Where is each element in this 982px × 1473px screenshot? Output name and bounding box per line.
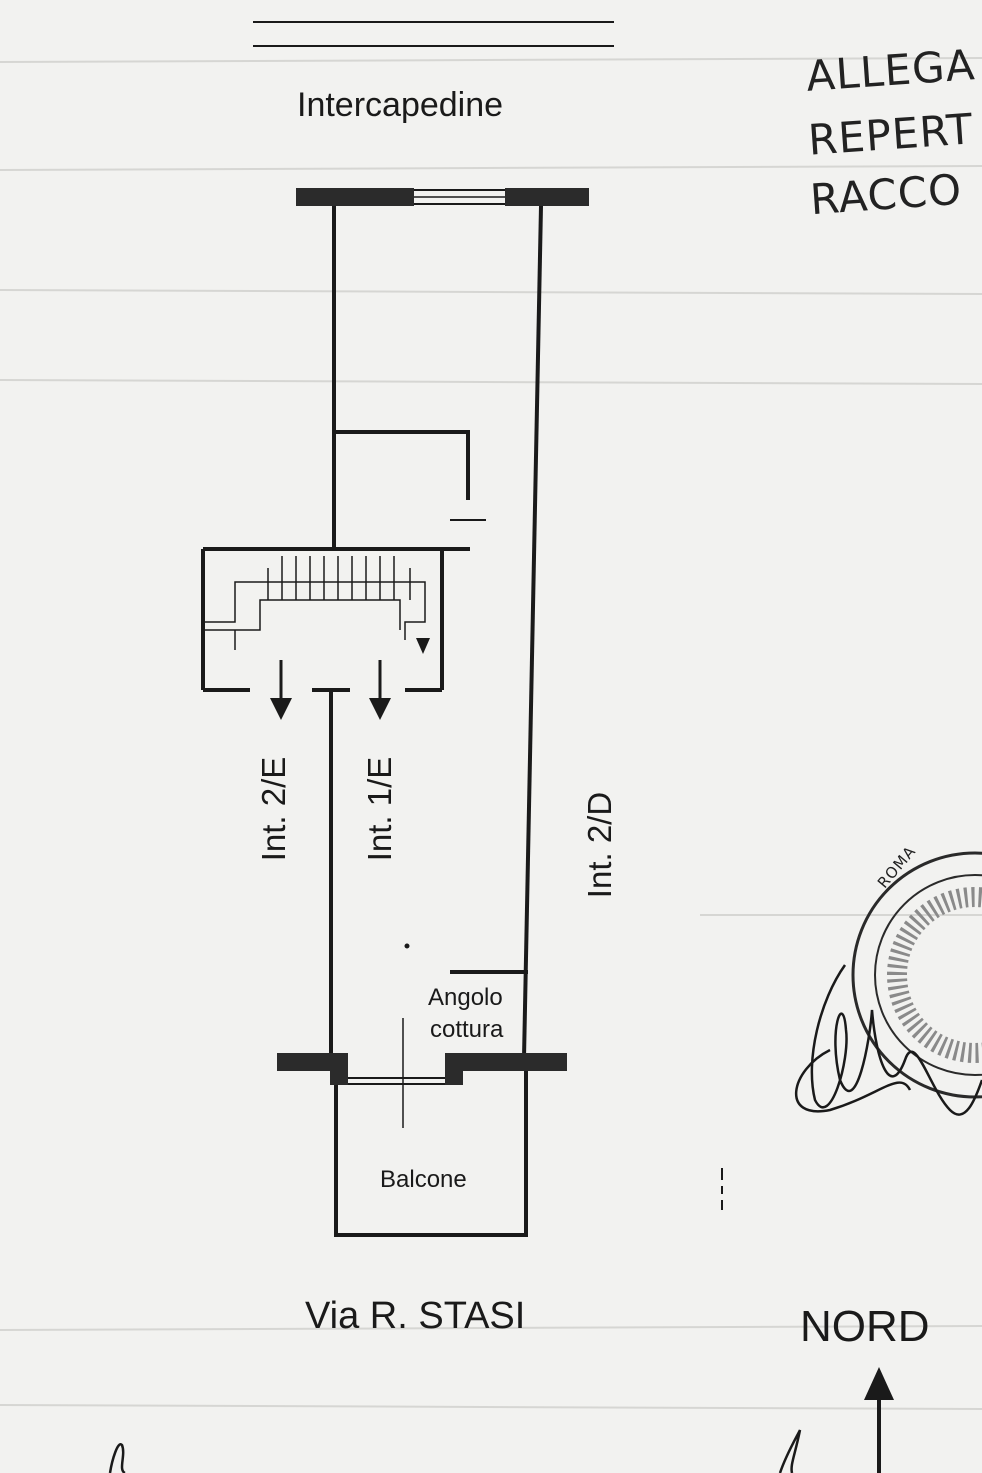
label-angolo: Angolo: [428, 984, 503, 1011]
label-cottura: cottura: [430, 1016, 504, 1043]
scan-marks: [404, 943, 723, 1210]
label-street: Via R. STASI: [305, 1295, 526, 1337]
kitchen-corner: [402, 970, 528, 1128]
label-north: NORD: [800, 1302, 930, 1351]
arrow-down-icon: [270, 698, 292, 720]
label-intercapedine: Intercapedine: [297, 86, 504, 124]
arrow-down-icon: [369, 698, 391, 720]
bottom-wall: [277, 1053, 567, 1085]
stairwell: [201, 547, 470, 692]
entry-arrows: [270, 660, 391, 720]
stair-arrow-icon: [416, 638, 430, 654]
notary-seal: [851, 851, 982, 1099]
top-wall: [296, 188, 589, 206]
scan-noise: [0, 57, 982, 1410]
top-border-lines: [253, 21, 614, 47]
label-balcone: Balcone: [380, 1166, 467, 1193]
north-arrow-icon: [864, 1367, 894, 1400]
handwritten-signature: [108, 964, 982, 1473]
label-int-2d: Int. 2/D: [581, 791, 618, 899]
internal-partition: [334, 430, 486, 521]
unit-walls: [329, 205, 543, 1059]
balcony: [334, 1071, 528, 1237]
stair-steps: [205, 556, 426, 650]
label-int-1e: Int. 1/E: [361, 756, 398, 862]
north-arrow: [864, 1367, 894, 1473]
label-int-2e: Int. 2/E: [255, 756, 292, 862]
